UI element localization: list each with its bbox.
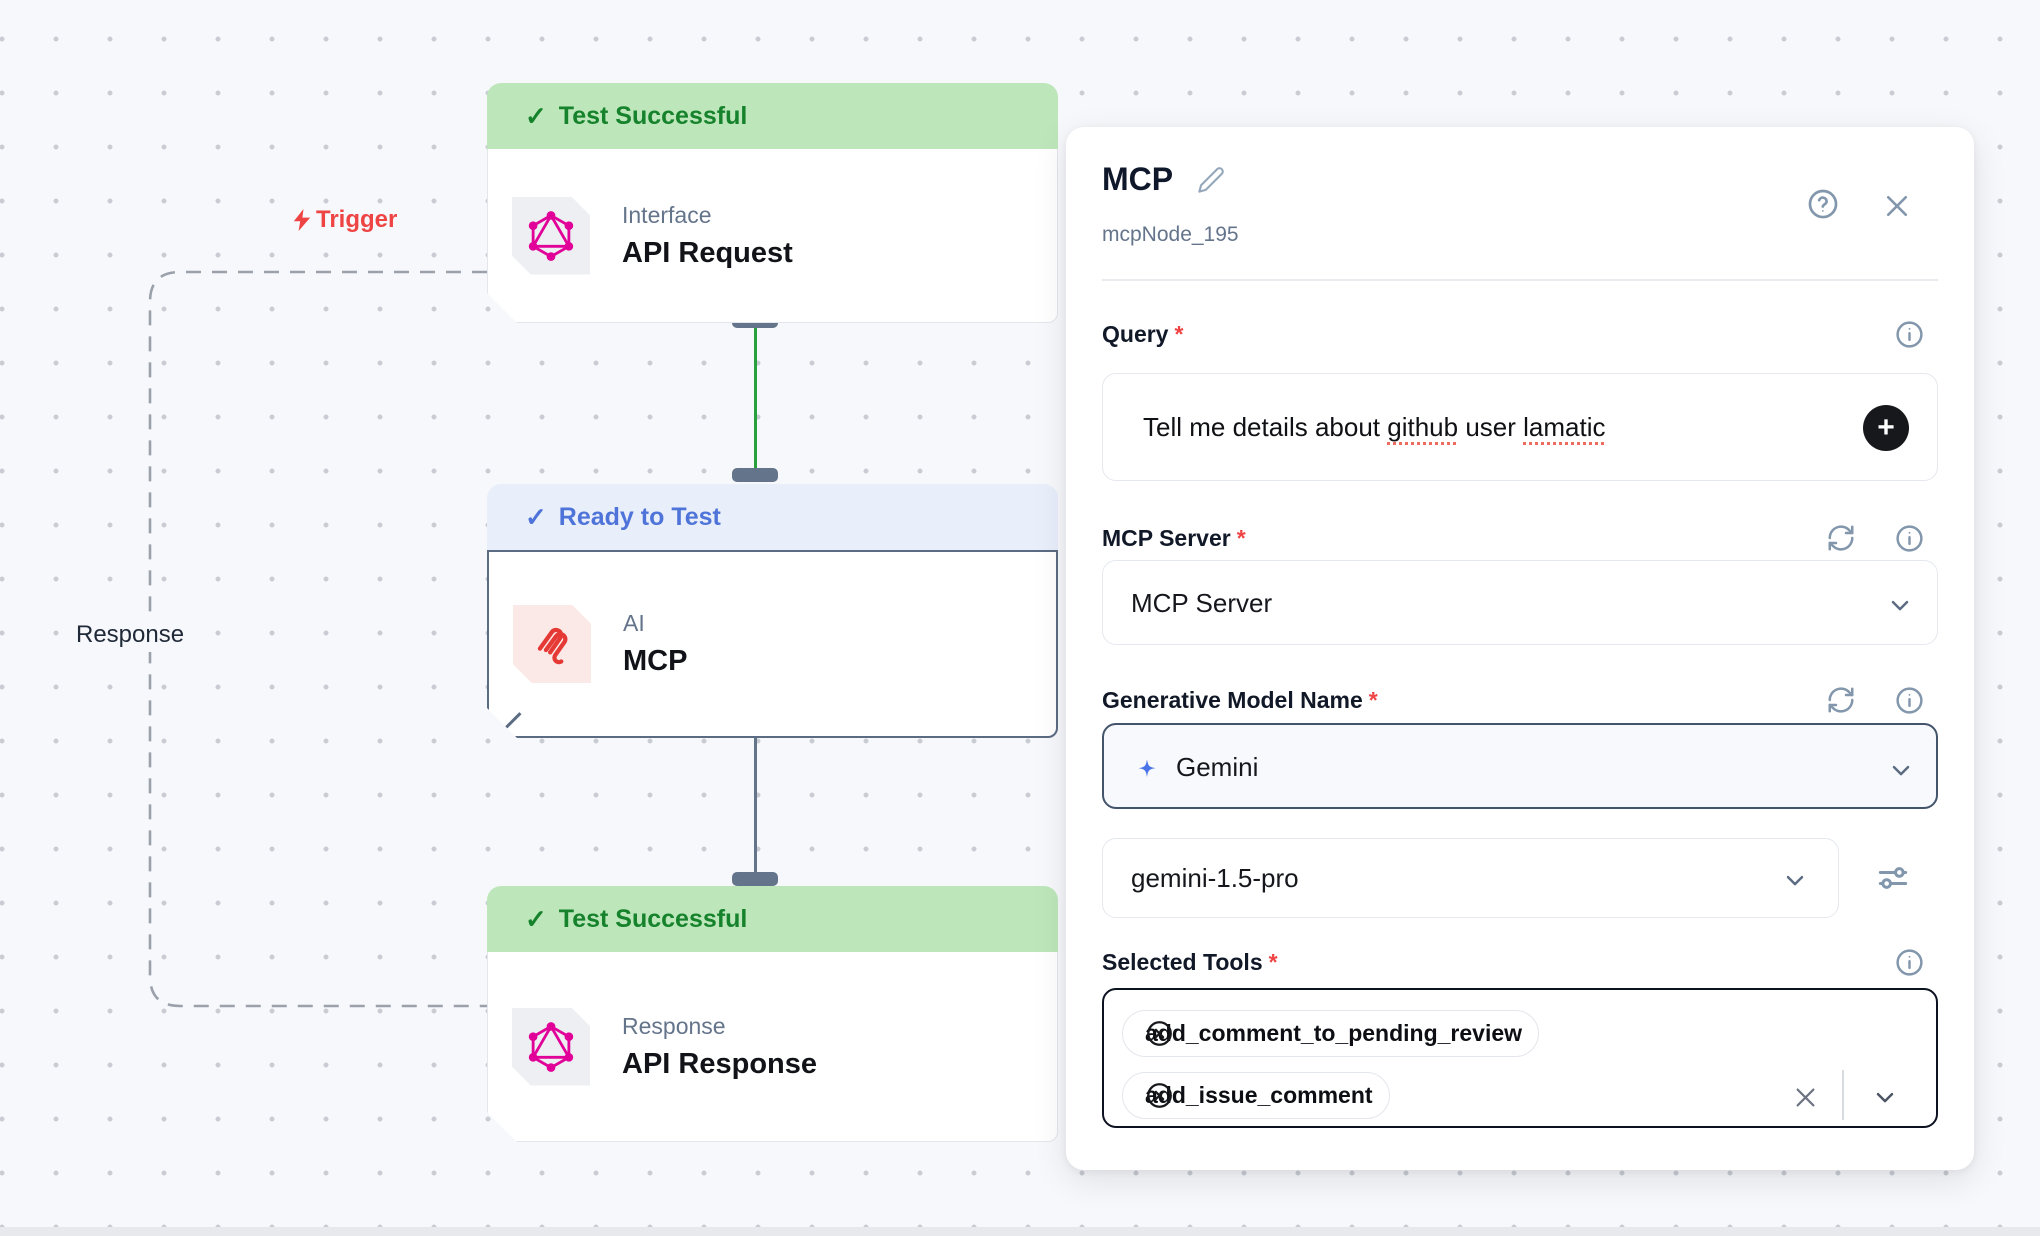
mcp-server-label: MCP Server* — [1102, 525, 1246, 551]
response-edge-label: Response — [66, 618, 195, 652]
info-icon[interactable] — [1892, 317, 1926, 351]
node-title: MCP — [623, 645, 688, 677]
lightning-icon — [293, 209, 311, 231]
node-title: API Request — [622, 236, 793, 269]
required-mark: * — [1236, 525, 1246, 551]
chevron-down-icon — [1778, 863, 1812, 897]
node-category: Interface — [622, 201, 712, 228]
graphql-icon — [512, 1008, 590, 1086]
node-status-text: Test Successful — [558, 904, 748, 933]
help-icon[interactable] — [1806, 187, 1840, 221]
tool-tag-label: add_issue_comment — [1145, 1082, 1373, 1108]
node-category: AI — [623, 610, 645, 636]
refresh-icon[interactable] — [1824, 521, 1858, 555]
node-card: AI MCP — [487, 550, 1058, 738]
edit-title-icon[interactable] — [1194, 163, 1228, 197]
remove-tag-icon[interactable] — [1145, 1019, 1174, 1048]
selected-tools-label: Selected Tools* — [1102, 949, 1278, 975]
query-input[interactable]: Tell me details about github user lamati… — [1102, 373, 1938, 481]
mcp-server-value: MCP Server — [1131, 588, 1273, 618]
node-status-text: Ready to Test — [558, 502, 721, 531]
model-provider-select[interactable]: Gemini — [1102, 723, 1938, 809]
model-provider-value: Gemini — [1176, 752, 1259, 782]
close-panel-icon[interactable] — [1880, 189, 1914, 223]
query-value: Tell me details about github user lamati… — [1143, 412, 1606, 442]
model-settings-icon[interactable] — [1872, 857, 1914, 899]
refresh-icon[interactable] — [1824, 683, 1858, 717]
remove-tag-icon[interactable] — [1145, 1081, 1174, 1110]
node-handle[interactable] — [732, 872, 778, 886]
info-icon[interactable] — [1892, 521, 1926, 555]
tool-tag: add_issue_comment — [1122, 1072, 1390, 1119]
node-api-response[interactable]: ✓ Test Successful Response API Response — [487, 886, 1058, 1142]
selected-tools-input[interactable]: add_comment_to_pending_review add_issue_… — [1102, 988, 1938, 1128]
trigger-label-text: Trigger — [316, 206, 398, 233]
tool-tag: add_comment_to_pending_review — [1122, 1010, 1540, 1057]
chevron-down-icon — [1884, 753, 1918, 787]
panel-title: MCP — [1102, 161, 1174, 197]
node-mcp[interactable]: ✓ Ready to Test AI MCP — [487, 484, 1058, 738]
required-mark: * — [1174, 321, 1184, 347]
query-label: Query* — [1102, 321, 1184, 347]
sparkle-icon — [1130, 751, 1164, 785]
mcp-icon — [513, 605, 591, 683]
node-title: API Response — [622, 1047, 817, 1080]
chevron-down-icon — [1883, 588, 1917, 622]
check-icon: ✓ — [525, 100, 547, 131]
model-name-select[interactable]: gemini-1.5-pro — [1102, 838, 1839, 918]
node-id: mcpNode_195 — [1102, 223, 1239, 246]
node-status-banner: ✓ Test Successful — [487, 83, 1058, 164]
node-api-request[interactable]: ✓ Test Successful Interface API Request — [487, 83, 1058, 323]
clear-all-icon[interactable] — [1788, 1080, 1822, 1114]
node-status-banner: ✓ Test Successful — [487, 886, 1058, 967]
chevron-down-icon[interactable] — [1868, 1080, 1902, 1114]
divider — [1842, 1070, 1844, 1120]
tool-tag-label: add_comment_to_pending_review — [1145, 1020, 1523, 1046]
info-icon[interactable] — [1892, 683, 1926, 717]
node-status-text: Test Successful — [558, 101, 748, 130]
model-name-value: gemini-1.5-pro — [1131, 863, 1299, 893]
trigger-edge-label: Trigger — [290, 206, 397, 234]
mcp-server-select[interactable]: MCP Server — [1102, 560, 1938, 645]
node-status-banner: ✓ Ready to Test — [487, 484, 1058, 550]
check-icon: ✓ — [525, 903, 547, 934]
required-mark: * — [1368, 687, 1378, 713]
node-handle[interactable] — [732, 468, 778, 482]
node-card: Response API Response — [487, 952, 1058, 1142]
node-config-panel: MCP mcpNode_195 Query* — [1066, 127, 1974, 1170]
response-edge — [148, 270, 487, 1008]
node-category: Response — [622, 1012, 726, 1039]
add-variable-button[interactable]: + — [1863, 405, 1909, 451]
check-icon: ✓ — [525, 501, 547, 532]
divider — [1102, 279, 1938, 281]
node-card: Interface API Request — [487, 149, 1058, 323]
horizontal-scrollbar[interactable] — [0, 1227, 2040, 1236]
model-label: Generative Model Name* — [1102, 687, 1378, 713]
graphql-icon — [512, 197, 590, 275]
info-icon[interactable] — [1892, 945, 1926, 979]
required-mark: * — [1268, 949, 1278, 975]
